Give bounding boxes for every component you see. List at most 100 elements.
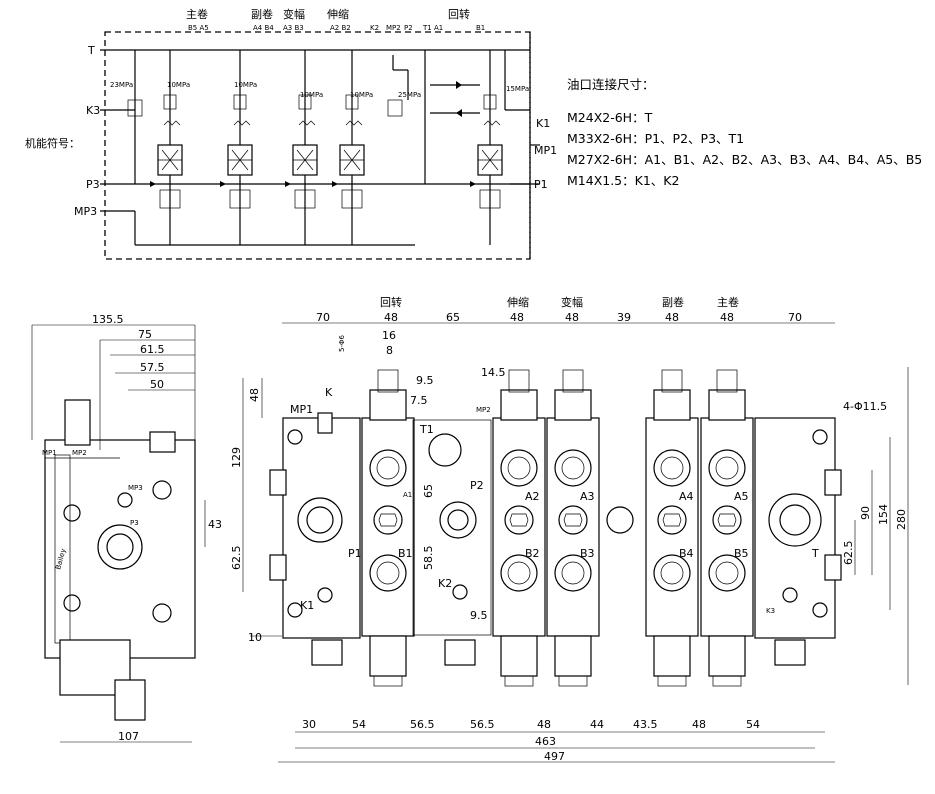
front-port-b2: B2 <box>525 547 540 560</box>
front-label-slewing: 回转 <box>380 295 402 309</box>
schem-port-a2b2: A2 B2 <box>330 24 351 32</box>
front-view-section-labels: 回转 伸缩 变幅 副卷 主卷 <box>380 295 739 309</box>
relief-pressure-5: 10MPa <box>350 91 373 99</box>
relief-pressure-2: 10MPa <box>167 81 190 89</box>
relief-pressure-7: 15MPa <box>506 85 529 93</box>
bottom-dim-6: 44 <box>590 718 604 731</box>
left-dim-48: 48 <box>248 388 261 402</box>
hydraulic-schematic <box>100 31 540 260</box>
top-dim-3: 65 <box>446 311 460 324</box>
spec-line-1: M24X2-6H：T <box>567 110 653 125</box>
front-port-t1: T1 <box>419 423 434 436</box>
schem-port-t1a1: T1 A1 <box>422 24 443 32</box>
front-port-labels: MP1 K MP2 T1 P2 P1 B1 A1 A2 B2 A3 B3 A4 … <box>290 386 819 615</box>
valve-section-body <box>361 369 415 687</box>
relief-pressure-3: 10MPa <box>234 81 257 89</box>
left-dim-10: 10 <box>248 631 262 644</box>
side-label-mp3: MP3 <box>128 484 143 492</box>
front-port-t: T <box>811 547 819 560</box>
top-dim-8: 48 <box>720 311 734 324</box>
schem-port-p3: P3 <box>86 178 100 191</box>
top-dim-7: 48 <box>665 311 679 324</box>
side-dim-107: 107 <box>118 730 139 743</box>
function-symbol-label: 机能符号： <box>25 136 80 150</box>
side-dim-75: 75 <box>138 328 152 341</box>
front-port-a3: A3 <box>580 490 595 503</box>
spec-line-3: M27X2-6H：A1、B1、A2、B2、A3、B3、A4、B4、A5、B5 <box>567 152 922 167</box>
front-label-aux-hoist: 副卷 <box>662 295 684 309</box>
bottom-dim-1: 30 <box>302 718 316 731</box>
schem-label-main-hoist: 主卷 <box>186 7 208 21</box>
front-left-dims: 48 129 62.5 10 <box>230 388 262 644</box>
schem-port-mp2: MP2 <box>386 24 401 32</box>
valve-section-body <box>645 369 699 687</box>
bottom-dim-3: 56.5 <box>410 718 435 731</box>
overall-dim-497: 497 <box>544 750 565 763</box>
top-dim-4: 48 <box>510 311 524 324</box>
front-port-b1: B1 <box>398 547 413 560</box>
schem-port-a3b3: A3 B3 <box>283 24 304 32</box>
front-port-k2: K2 <box>438 577 452 590</box>
valve-section-body <box>700 369 754 687</box>
front-port-p2: P2 <box>470 479 484 492</box>
bottom-dim-7: 43.5 <box>633 718 658 731</box>
front-port-b3: B3 <box>580 547 595 560</box>
front-bottom-dims: 30 54 56.5 56.5 48 44 43.5 48 54 463 497 <box>302 718 760 763</box>
front-small-dims: 5-Φ6 16 8 9.5 14.5 7.5 4-Φ11.5 <box>338 329 887 413</box>
schem-label-luffing: 变幅 <box>283 7 305 21</box>
right-dim-62-5: 62.5 <box>842 541 855 566</box>
schem-port-mp3: MP3 <box>74 205 97 218</box>
front-right-dims: 90 154 280 62.5 <box>842 504 908 565</box>
front-port-b4: B4 <box>679 547 694 560</box>
front-port-b5: B5 <box>734 547 749 560</box>
bottom-dim-2: 54 <box>352 718 366 731</box>
side-dim-615: 61.5 <box>140 343 165 356</box>
bottom-dim-4: 56.5 <box>470 718 495 731</box>
top-dim-5: 48 <box>565 311 579 324</box>
schematic-section-labels: 主卷 副卷 变幅 伸缩 回转 <box>186 7 470 21</box>
left-dim-129: 129 <box>230 447 243 468</box>
schematic-pressures: 23MPa 10MPa 10MPa 10MPa 10MPa 25MPa 15MP… <box>110 81 529 99</box>
schem-spool <box>150 50 183 245</box>
relief-pressure-4: 10MPa <box>300 91 323 99</box>
inner-dim-65: 65 <box>422 484 435 498</box>
schem-port-b5a5: B5 A5 <box>188 24 209 32</box>
bottom-dim-9: 54 <box>746 718 760 731</box>
right-dim-280: 280 <box>895 509 908 530</box>
front-inner-dims: 65 58.5 9.5 <box>422 484 488 622</box>
valve-section-body <box>546 369 600 687</box>
schem-port-b1: B1 <box>476 24 485 32</box>
schematic-boundary <box>104 31 531 260</box>
front-port-k3: K3 <box>766 607 775 615</box>
schem-spool <box>332 50 365 245</box>
end-plate-left <box>282 417 361 639</box>
spec-line-4: M14X1.5：K1、K2 <box>567 173 679 188</box>
top-dim-1: 70 <box>316 311 330 324</box>
front-port-mp1: MP1 <box>290 403 313 416</box>
overall-dim-463: 463 <box>535 735 556 748</box>
front-port-a5: A5 <box>734 490 749 503</box>
schem-spool <box>285 50 318 245</box>
top-dim-9: 70 <box>788 311 802 324</box>
front-port-k1: K1 <box>300 599 314 612</box>
schem-spool <box>470 50 503 245</box>
schem-port-p2: P2 <box>404 24 413 32</box>
top-dim-6: 39 <box>617 311 631 324</box>
side-dim-50: 50 <box>150 378 164 391</box>
dim-7-5: 7.5 <box>410 394 428 407</box>
top-dim-2: 48 <box>384 311 398 324</box>
side-label-mp2: MP2 <box>72 449 87 457</box>
right-dim-90: 90 <box>859 506 872 520</box>
front-label-telescope: 伸缩 <box>507 296 529 309</box>
dim-14-5: 14.5 <box>481 366 506 379</box>
inner-dim-9-5: 9.5 <box>470 609 488 622</box>
front-view-drawing <box>242 322 909 763</box>
front-label-main-hoist: 主卷 <box>717 295 739 309</box>
dim-16: 16 <box>382 329 396 342</box>
front-top-dims: 70 48 65 48 48 39 48 48 70 <box>316 311 802 324</box>
side-dim-575: 57.5 <box>140 361 165 374</box>
schematic-side-ports: T K3 P3 MP3 K1 MP1 P1 <box>74 44 557 218</box>
side-view-drawing <box>31 324 206 743</box>
end-plate-right <box>754 417 836 639</box>
